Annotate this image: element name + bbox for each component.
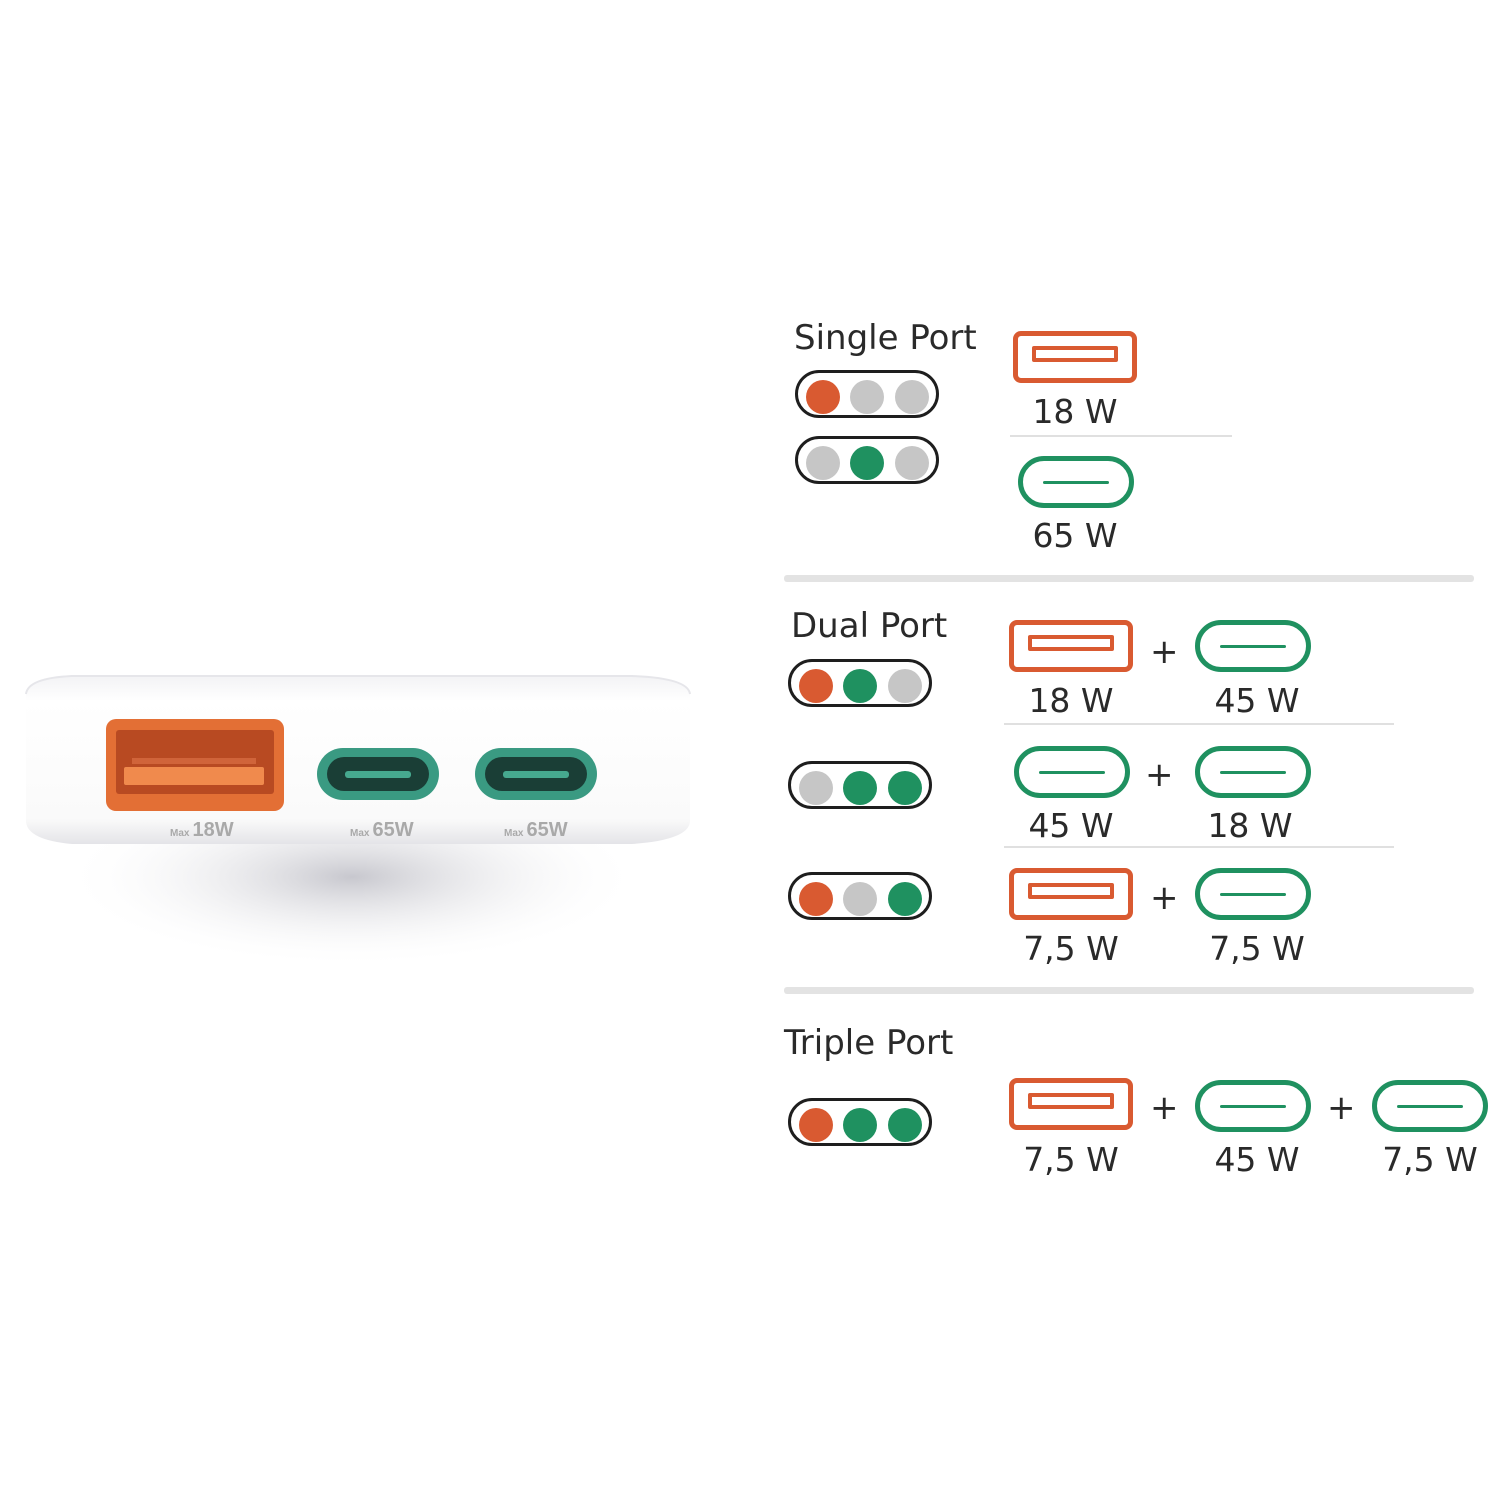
divider [1004, 723, 1394, 725]
led-1 [806, 380, 840, 414]
usb-a-port-icon [1013, 331, 1137, 383]
section-divider [784, 575, 1474, 582]
led-indicator [788, 761, 932, 809]
led-2 [843, 771, 877, 805]
led-3 [888, 882, 922, 916]
led-2 [850, 380, 884, 414]
usb-c-port-icon [1372, 1080, 1488, 1132]
led-1 [799, 1108, 833, 1142]
wattage-label: 18 W [1028, 681, 1114, 720]
plus-sign: + [1145, 755, 1174, 795]
wattage-label: 18 W [1207, 806, 1293, 845]
divider [1004, 846, 1394, 848]
led-3 [888, 771, 922, 805]
usb-c-port-icon [1018, 456, 1134, 508]
usb-c-port-icon [1195, 1080, 1311, 1132]
wattage-label: 7,5 W [1023, 1140, 1119, 1179]
wattage-label: 45 W [1214, 1140, 1300, 1179]
section-title-single-port: Single Port [794, 318, 977, 358]
plus-sign: + [1150, 1088, 1179, 1128]
section-title-dual-port: Dual Port [791, 606, 948, 646]
wattage-label: 7,5 W [1209, 929, 1305, 968]
led-2 [843, 669, 877, 703]
led-3 [895, 446, 929, 480]
usb-a-port-icon [1009, 868, 1133, 920]
wattage-label: 45 W [1214, 681, 1300, 720]
led-1 [799, 771, 833, 805]
led-3 [895, 380, 929, 414]
led-indicator [788, 659, 932, 707]
led-indicator [788, 872, 932, 920]
led-3 [888, 1108, 922, 1142]
usb-c-port-icon [1195, 868, 1311, 920]
usb-c-port-icon [1195, 746, 1311, 798]
led-indicator [795, 436, 939, 484]
wattage-label: 18 W [1032, 392, 1118, 431]
divider [1010, 435, 1232, 437]
led-2 [843, 882, 877, 916]
plus-sign: + [1327, 1088, 1356, 1128]
wattage-label: 65 W [1032, 516, 1118, 555]
plus-sign: + [1150, 878, 1179, 918]
section-title-triple-port: Triple Port [784, 1023, 954, 1063]
wattage-label: 7,5 W [1023, 929, 1119, 968]
section-divider [784, 987, 1474, 994]
led-1 [806, 446, 840, 480]
led-1 [799, 669, 833, 703]
wattage-label: 7,5 W [1382, 1140, 1478, 1179]
led-2 [843, 1108, 877, 1142]
usb-a-port-icon [1009, 1078, 1133, 1130]
led-1 [799, 882, 833, 916]
wattage-label: 45 W [1028, 806, 1114, 845]
usb-a-port-icon [1009, 620, 1133, 672]
led-indicator [788, 1098, 932, 1146]
usb-c-port-icon [1195, 620, 1311, 672]
led-3 [888, 669, 922, 703]
plus-sign: + [1150, 632, 1179, 672]
usb-c-port-icon [1014, 746, 1130, 798]
led-indicator [795, 370, 939, 418]
power-bank-body [25, 675, 691, 967]
led-2 [850, 446, 884, 480]
